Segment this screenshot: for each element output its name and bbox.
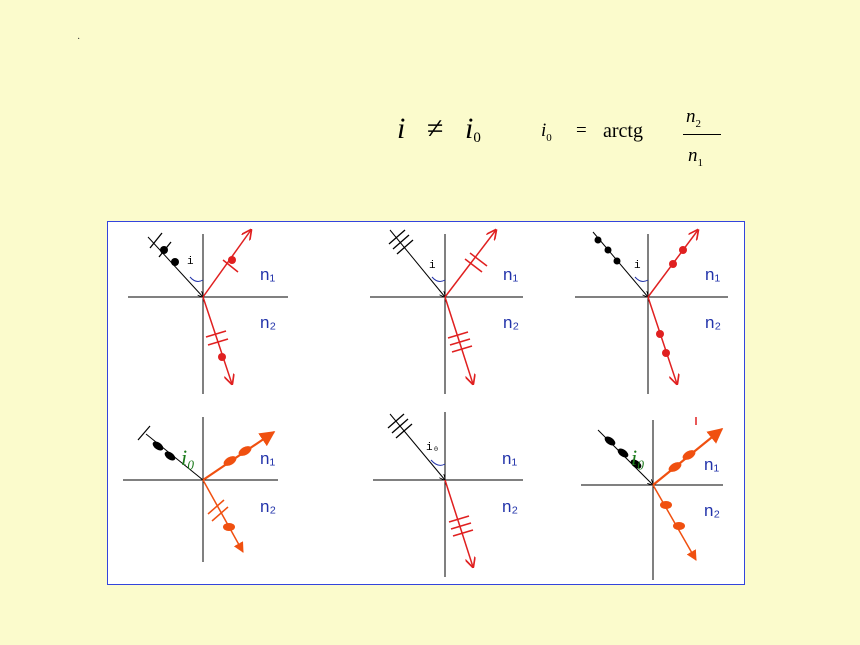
fraction-denominator: n1	[688, 145, 703, 169]
n1-label-2: n₁	[503, 265, 518, 284]
def-equals: =	[576, 120, 587, 141]
n2-label-2: n₂	[503, 313, 519, 332]
fraction-numerator: n2	[686, 106, 701, 130]
diagram-1: i n₁ n₂	[128, 230, 288, 394]
formula-neq: ≠	[427, 112, 444, 145]
diagram-panel: i n₁ n₂ i n₁ n₂ i	[107, 221, 745, 585]
fraction-bar	[683, 134, 721, 135]
def-arctg: arctg	[603, 120, 643, 142]
angle-label-5: i₀	[426, 442, 439, 454]
n1-label-3: n₁	[705, 265, 720, 284]
n1-label-6: n₁	[704, 455, 719, 474]
diagram-3: i n₁ n₂	[575, 230, 728, 394]
n2-label-5: n₂	[502, 497, 518, 516]
n2-label-1: n₂	[260, 313, 276, 332]
n2-label-3: n₂	[705, 313, 721, 332]
n1-label-4: n₁	[260, 449, 275, 468]
stray-dot: ·	[77, 34, 81, 45]
n1-label-5: n₁	[502, 449, 517, 468]
diagram-2: i n₁ n₂	[370, 230, 523, 394]
n2-label-6: n₂	[704, 501, 720, 520]
n1-label-1: n₁	[260, 265, 275, 284]
angle-label-6: i₀	[631, 445, 645, 470]
diagram-4: i₀ n₁ n₂	[123, 417, 278, 562]
formula-i0: i0	[465, 112, 481, 146]
diagram-5: i₀ n₁ n₂	[373, 412, 523, 577]
diagram-6: i₀ n₁ n₂	[581, 417, 724, 580]
polarization-diagrams: i n₁ n₂ i n₁ n₂ i	[123, 222, 728, 580]
angle-label-2: i	[429, 260, 436, 272]
formula-i: i	[397, 112, 406, 145]
angle-label-1: i	[187, 256, 194, 268]
angle-label-3: i	[634, 260, 641, 272]
n2-label-4: n₂	[260, 497, 276, 516]
def-i0: i0	[541, 120, 552, 144]
angle-label-4: i₀	[181, 445, 195, 470]
